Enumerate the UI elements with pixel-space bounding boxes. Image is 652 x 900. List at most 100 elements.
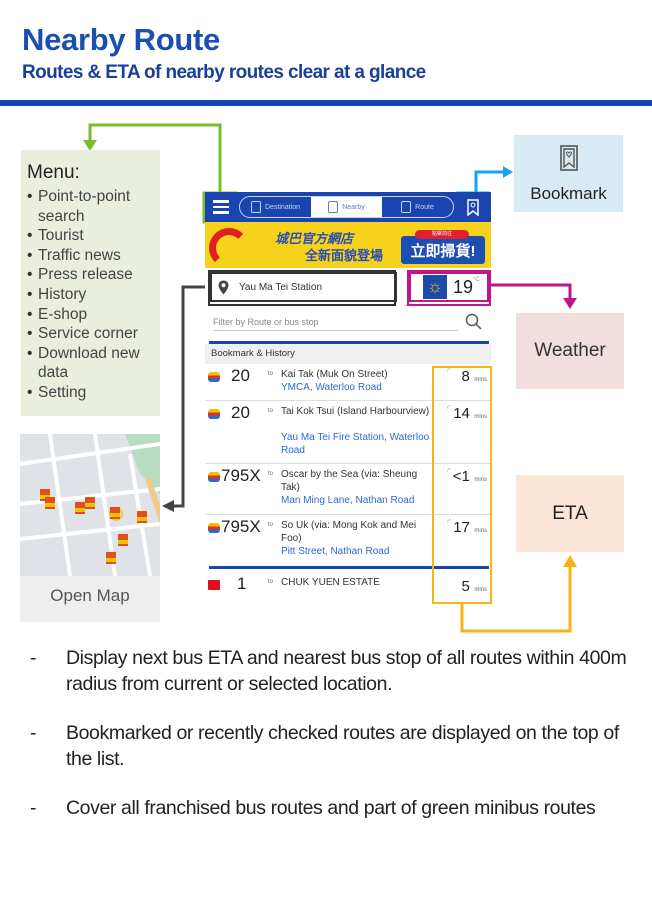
route-number: 795X (221, 517, 261, 536)
eta-highlight (432, 366, 492, 604)
eta-callout-label: ETA (552, 502, 588, 524)
nearby-icon (328, 201, 339, 213)
location-row: Yau Ma Tei Station ☼ 19°C (205, 268, 491, 306)
realtime-signal-icon: ◜ (447, 366, 451, 376)
bullet-dash: - (30, 647, 37, 669)
eta-value: <1 (452, 468, 470, 485)
eta-value: 17 (453, 519, 470, 536)
bullet-item: -Bookmarked or recently checked routes a… (30, 720, 640, 772)
eta-connector-arrowhead (563, 555, 577, 567)
page-subtitle: Routes & ETA of nearby routes clear at a… (22, 62, 426, 83)
route-eta: ◜ 8 mins (437, 366, 489, 386)
banner-cta-button[interactable]: 立即掃貨! (401, 236, 485, 264)
tab-label: Route (415, 203, 434, 211)
route-row[interactable]: 795X to So Uk (via: Mong Kok and Mei Foo… (205, 515, 491, 566)
list-divider (209, 566, 489, 569)
menu-item: E-shop (27, 305, 154, 325)
location-value: Yau Ma Tei Station (239, 281, 323, 293)
weather-callout-label: Weather (534, 340, 606, 361)
route-number: 795X (221, 466, 261, 485)
to-label: to (268, 471, 274, 477)
eta-unit: mins (474, 477, 487, 483)
bookmark-connector (474, 170, 505, 194)
map-thumbnail (20, 434, 160, 576)
route-destination: Tai Kok Tsui (Island Harbourview) (281, 406, 430, 417)
bus-icon (401, 201, 412, 213)
realtime-signal-icon: ◜ (447, 466, 451, 476)
header-divider (0, 100, 652, 106)
bookmark-callout: Bookmark (514, 135, 623, 212)
banner-line-2: 全新面貌登場 (305, 248, 384, 263)
route-destination: CHUK YUEN ESTATE (281, 577, 380, 588)
bus-company-icon (208, 372, 220, 382)
location-connector-arrowhead (162, 500, 174, 512)
location-highlight (208, 270, 396, 306)
route-row[interactable]: 20 to Tai Kok Tsui (Island Harbourview) … (205, 401, 491, 464)
temperature-unit: °C (473, 276, 480, 283)
open-map-button[interactable]: Open Map (20, 434, 160, 622)
tab-bar: Destination Nearby Route (239, 196, 454, 218)
search-icon[interactable] (465, 313, 482, 330)
open-map-label: Open Map (50, 586, 130, 605)
weather-connector (491, 283, 572, 300)
map-pin-icon (218, 280, 229, 294)
hamburger-icon[interactable] (207, 194, 235, 220)
bookmark-button[interactable] (462, 196, 484, 218)
to-label: to (268, 579, 274, 585)
menu-item: Point-to-point search (27, 187, 154, 226)
route-stop: Pitt Street, Nathan Road (281, 546, 390, 557)
filter-row (205, 306, 491, 336)
weather-widget[interactable]: ☼ 19°C (409, 272, 489, 302)
route-row[interactable]: 1 to CHUK YUEN ESTATE 5 mins (205, 572, 491, 594)
route-row[interactable]: 795X to Oscar by the Sea (via: Sheung Ta… (205, 464, 491, 515)
route-destination: Kai Tak (Muk On Street) (281, 369, 388, 380)
bullet-text: Cover all franchised bus routes and part… (66, 797, 596, 819)
route-destination: Oscar by the Sea (via: Sheung Tak) (281, 469, 418, 493)
bus-stop-markers (40, 489, 147, 564)
app-top-bar: Destination Nearby Route (205, 192, 491, 222)
tab-nearby[interactable]: Nearby (311, 197, 382, 217)
eta-value: 8 (461, 368, 470, 385)
tab-label: Destination (264, 203, 301, 211)
temperature: 19°C (453, 277, 480, 298)
map-illustration (20, 434, 160, 576)
banner-line-1: 城巴官方網店 (275, 231, 354, 246)
to-label: to (268, 408, 274, 414)
tab-route[interactable]: Route (382, 197, 453, 217)
bookmark-icon (467, 198, 479, 216)
app-screen: Destination Nearby Route 城巴官方網店 全新面貌登場 立… (205, 192, 491, 594)
route-row[interactable]: 20 to Kai Tak (Muk On Street) YMCA, Wate… (205, 364, 491, 401)
bullet-item: - Cover all franchised bus routes and par… (30, 795, 640, 821)
section-header: Bookmark & History (205, 344, 491, 364)
highway (145, 478, 160, 524)
bus-company-icon (208, 580, 220, 590)
route-eta: 5 mins (437, 578, 489, 594)
page-title: Nearby Route (22, 22, 220, 57)
tab-destination[interactable]: Destination (240, 197, 311, 217)
eshop-banner[interactable]: 城巴官方網店 全新面貌登場 立即掃貨! 點擊前往 (205, 222, 491, 268)
bullet-text: Display next bus ETA and nearest bus sto… (66, 647, 627, 695)
filter-input[interactable] (213, 313, 458, 331)
location-selector[interactable]: Yau Ma Tei Station (210, 272, 397, 302)
weather-connector-arrowhead (563, 298, 577, 309)
eta-value: 5 (461, 578, 470, 594)
bullet-item: - Display next bus ETA and nearest bus st… (30, 645, 640, 697)
realtime-signal-icon: ◜ (447, 403, 451, 413)
menu-item: Press release (27, 265, 154, 285)
feature-bullets: - Display next bus ETA and nearest bus st… (30, 645, 640, 844)
menu-list: Point-to-point search Tourist Traffic ne… (27, 187, 154, 403)
bullet-dash: - (30, 797, 37, 819)
route-stop: Yau Ma Tei Fire Station, Waterloo Road (281, 432, 430, 456)
bullet-dash: - (30, 722, 37, 744)
eta-unit: mins (474, 528, 487, 534)
destination-icon (250, 201, 261, 213)
bus-company-icon (208, 409, 220, 419)
menu-callout: Menu: Point-to-point search Tourist Traf… (21, 150, 160, 416)
eta-unit: mins (474, 587, 487, 593)
bus-company-icon (208, 472, 220, 482)
to-label: to (268, 522, 274, 528)
route-eta: ◜ 17 mins (437, 517, 489, 537)
route-eta: ◜ 14 mins (437, 403, 489, 423)
eta-unit: mins (474, 377, 487, 383)
banner-tag: 點擊前往 (415, 230, 469, 239)
